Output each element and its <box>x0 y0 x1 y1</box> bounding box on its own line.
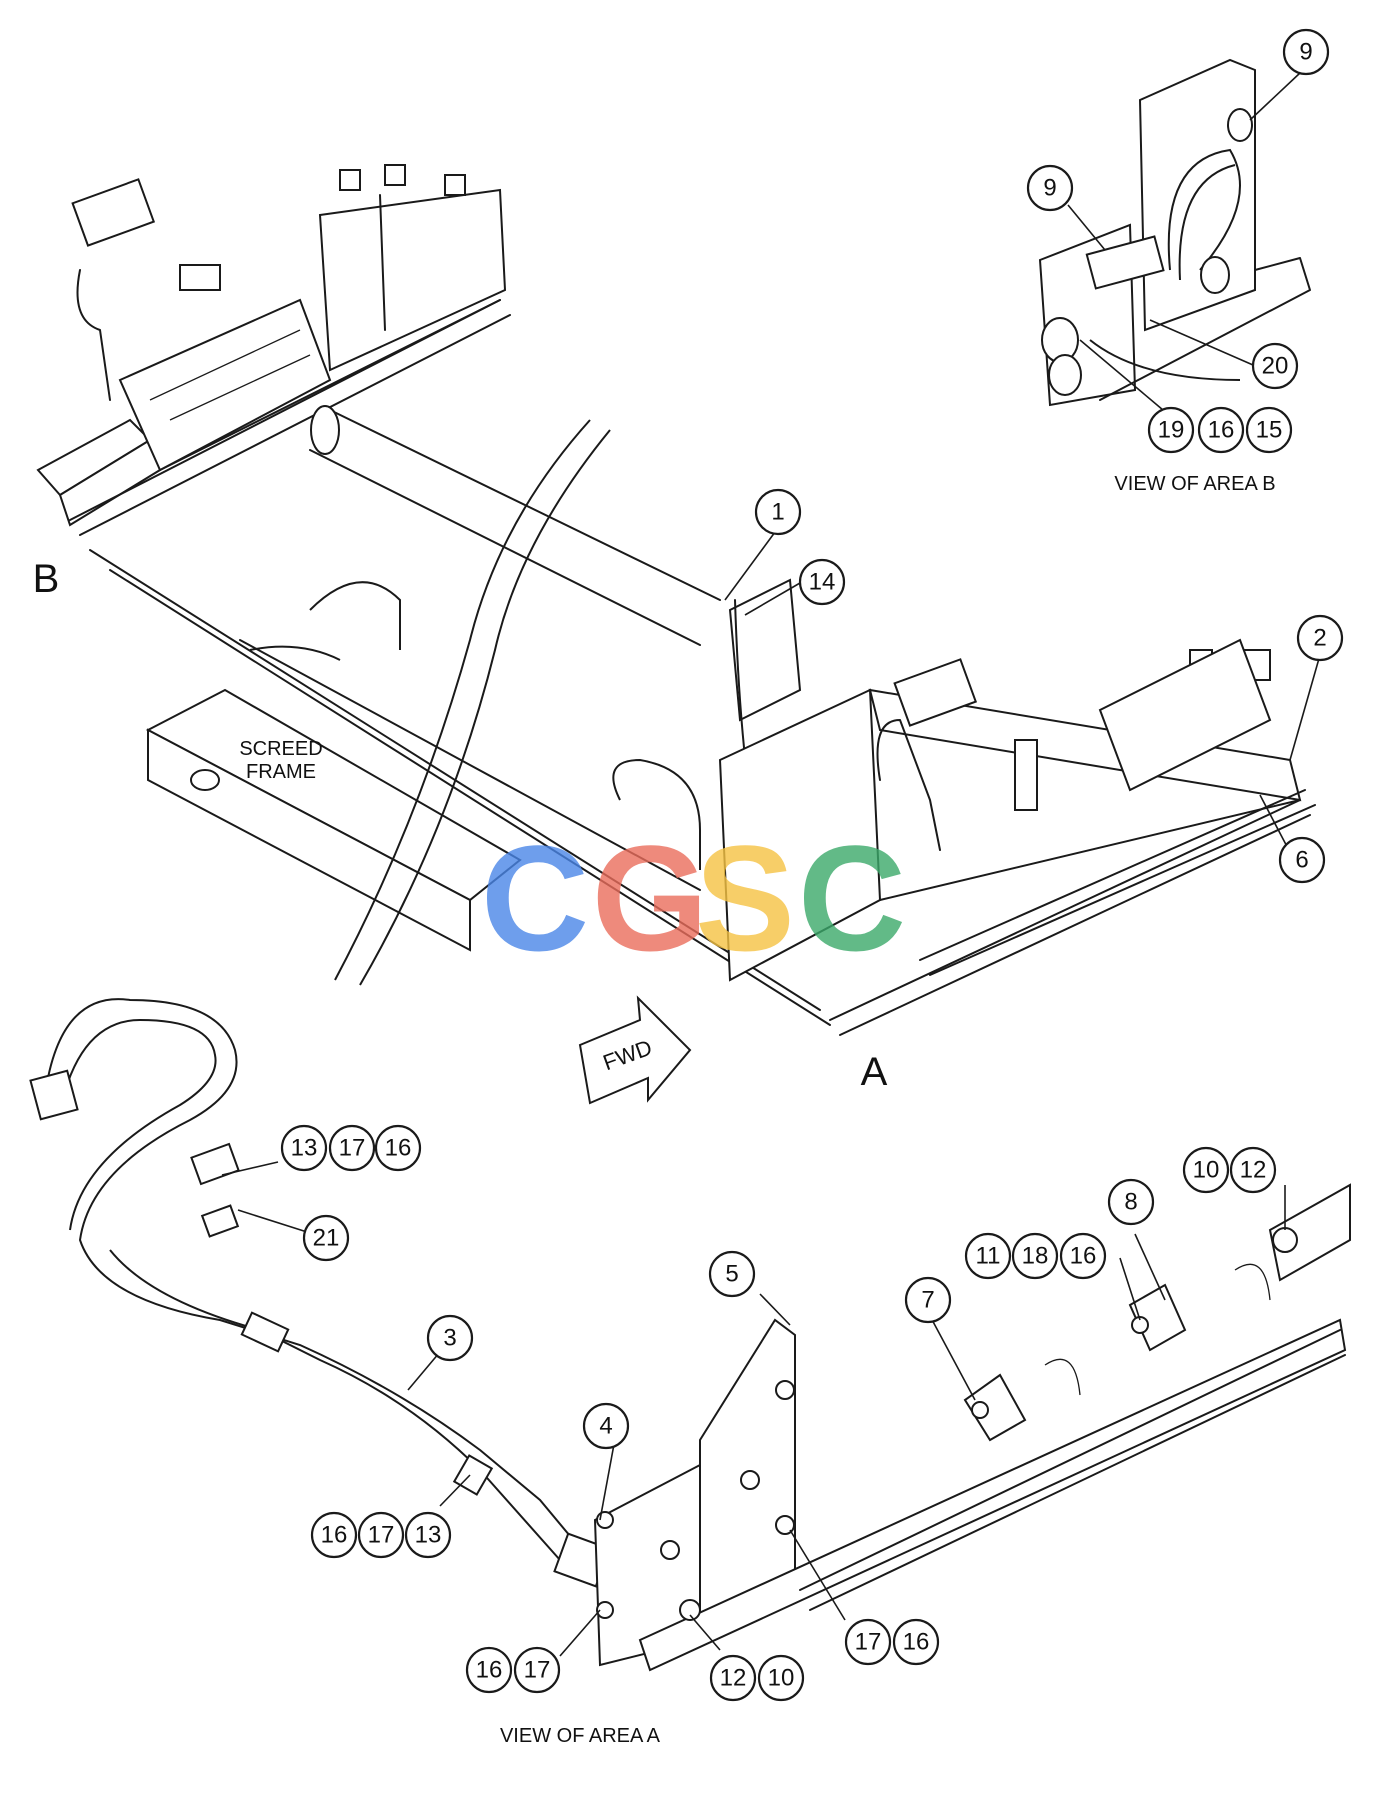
callout-1: 1 <box>754 488 802 536</box>
svg-text:5: 5 <box>725 1261 738 1288</box>
svg-text:12: 12 <box>1240 1157 1267 1184</box>
callout-a-17f: 17 <box>844 1618 892 1666</box>
svg-text:17: 17 <box>524 1657 551 1684</box>
svg-text:13: 13 <box>415 1522 442 1549</box>
callout-a-10e: 10 <box>757 1654 805 1702</box>
view-of-area-b-caption: VIEW OF AREA B <box>1114 473 1275 495</box>
callout-a-13: 13 <box>280 1124 328 1172</box>
callout-6: 6 <box>1278 836 1326 884</box>
watermark-letter-g: G <box>592 814 709 982</box>
area-a-label: A <box>861 1050 888 1094</box>
callout-b-9a: 9 <box>1282 28 1330 76</box>
callout-a-18: 18 <box>1011 1232 1059 1280</box>
callout-a-16: 16 <box>374 1124 422 1172</box>
svg-text:16: 16 <box>1208 417 1235 444</box>
screed-frame-label-line2: FRAME <box>246 761 316 783</box>
callout-a-17c: 17 <box>357 1511 405 1559</box>
leader-lines <box>221 72 1321 1657</box>
callout-14: 14 <box>798 558 846 606</box>
screed-assembly-drawing <box>36 164 1316 1036</box>
svg-text:16: 16 <box>321 1522 348 1549</box>
svg-text:15: 15 <box>1256 417 1283 444</box>
callout-a-7: 7 <box>904 1276 952 1324</box>
svg-text:16: 16 <box>1070 1243 1097 1270</box>
cgsc-watermark: C G S C <box>481 814 906 982</box>
svg-text:19: 19 <box>1158 417 1185 444</box>
svg-text:4: 4 <box>599 1413 612 1440</box>
svg-text:9: 9 <box>1043 175 1056 202</box>
callout-a-16b: 16 <box>1059 1232 1107 1280</box>
view-of-area-a-caption: VIEW OF AREA A <box>500 1725 661 1747</box>
svg-text:10: 10 <box>1193 1157 1220 1184</box>
svg-text:16: 16 <box>903 1629 930 1656</box>
callout-a-11: 11 <box>964 1232 1012 1280</box>
svg-text:6: 6 <box>1295 847 1308 874</box>
svg-text:17: 17 <box>855 1629 882 1656</box>
callout-a-5: 5 <box>708 1250 756 1298</box>
svg-text:20: 20 <box>1262 353 1289 380</box>
svg-text:17: 17 <box>368 1522 395 1549</box>
svg-text:7: 7 <box>921 1287 934 1314</box>
svg-text:2: 2 <box>1313 625 1326 652</box>
svg-text:16: 16 <box>385 1135 412 1162</box>
area-b-detail-drawing <box>1038 58 1311 407</box>
callout-a-17: 17 <box>328 1124 376 1172</box>
callout-a-10: 10 <box>1182 1146 1230 1194</box>
screed-frame-label-line1: SCREED <box>239 738 322 760</box>
callout-b-16: 16 <box>1197 406 1245 454</box>
area-a-detail-drawing <box>29 998 1351 1672</box>
svg-text:10: 10 <box>768 1665 795 1692</box>
svg-text:9: 9 <box>1299 39 1312 66</box>
svg-text:3: 3 <box>443 1325 456 1352</box>
callout-a-8: 8 <box>1107 1178 1155 1226</box>
svg-text:14: 14 <box>809 569 836 596</box>
callout-a-16d: 16 <box>465 1646 513 1694</box>
callout-b-19: 19 <box>1147 406 1195 454</box>
watermark-letter-c1: C <box>481 814 589 982</box>
svg-text:11: 11 <box>976 1243 1001 1270</box>
callout-a-3: 3 <box>426 1314 474 1362</box>
callout-b-20: 20 <box>1251 342 1299 390</box>
callout-a-16f: 16 <box>892 1618 940 1666</box>
watermark-letter-s: S <box>695 814 795 982</box>
callout-a-16c: 16 <box>310 1511 358 1559</box>
forward-arrow: FWD <box>578 995 692 1105</box>
callout-b-9b: 9 <box>1026 164 1074 212</box>
callout-a-17d: 17 <box>513 1646 561 1694</box>
callout-b-15: 15 <box>1245 406 1293 454</box>
svg-text:12: 12 <box>720 1665 747 1692</box>
svg-text:13: 13 <box>291 1135 318 1162</box>
svg-text:18: 18 <box>1022 1243 1049 1270</box>
svg-text:16: 16 <box>476 1657 503 1684</box>
area-b-label: B <box>33 557 60 601</box>
watermark-letter-c2: C <box>798 814 906 982</box>
callout-2: 2 <box>1296 614 1344 662</box>
callout-a-13c: 13 <box>404 1511 452 1559</box>
svg-text:21: 21 <box>313 1225 340 1252</box>
svg-text:8: 8 <box>1124 1189 1137 1216</box>
callout-a-4: 4 <box>582 1402 630 1450</box>
svg-text:17: 17 <box>339 1135 366 1162</box>
callout-a-12: 12 <box>1229 1146 1277 1194</box>
svg-text:1: 1 <box>771 499 784 526</box>
callout-a-12e: 12 <box>709 1654 757 1702</box>
callout-a-21: 21 <box>302 1214 350 1262</box>
